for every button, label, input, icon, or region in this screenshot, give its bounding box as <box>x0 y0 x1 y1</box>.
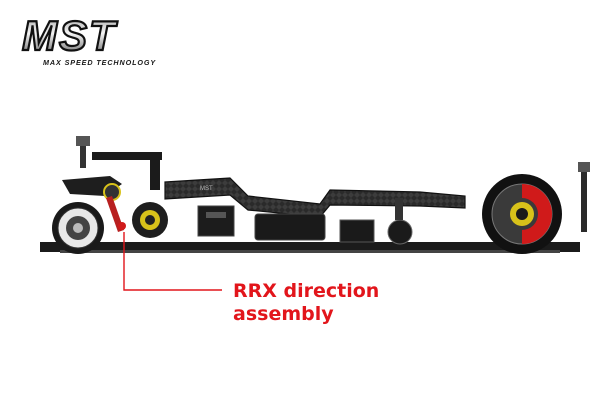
callout-line-2: assembly <box>233 303 334 325</box>
esc-fan <box>206 212 226 218</box>
main-chassis-plate <box>40 242 580 252</box>
logo-tagline: MAX SPEED TECHNOLOGY <box>43 58 157 67</box>
upper-carbon-deck <box>164 177 466 218</box>
front-shock-shaft <box>80 146 86 168</box>
servo-unit <box>387 219 413 245</box>
deck-brand-mark: MST <box>200 186 213 192</box>
battery-pack <box>254 213 326 241</box>
chassis-plate-edge <box>60 250 560 253</box>
callout-label: RRX direction assembly <box>233 280 379 326</box>
mst-logo: MST MAX SPEED TECHNOLOGY <box>16 12 155 67</box>
logo-wordmark: MST <box>22 12 118 58</box>
front-shock-cap <box>76 136 90 146</box>
front-post <box>150 152 160 190</box>
callout-leader-line <box>123 232 222 291</box>
rrx-direction-assembly <box>103 183 168 238</box>
rear-shock-cap <box>578 162 590 172</box>
callout-line-1: RRX direction <box>233 280 380 302</box>
esc-unit <box>197 205 235 237</box>
servo-post <box>395 198 403 220</box>
rear-wheel <box>482 174 562 254</box>
receiver-box <box>339 219 375 243</box>
rear-shock-shaft <box>581 172 587 232</box>
front-wheel <box>52 202 104 254</box>
mst-logo-mark: MST <box>21 12 118 58</box>
front-shock-tower <box>92 152 162 160</box>
